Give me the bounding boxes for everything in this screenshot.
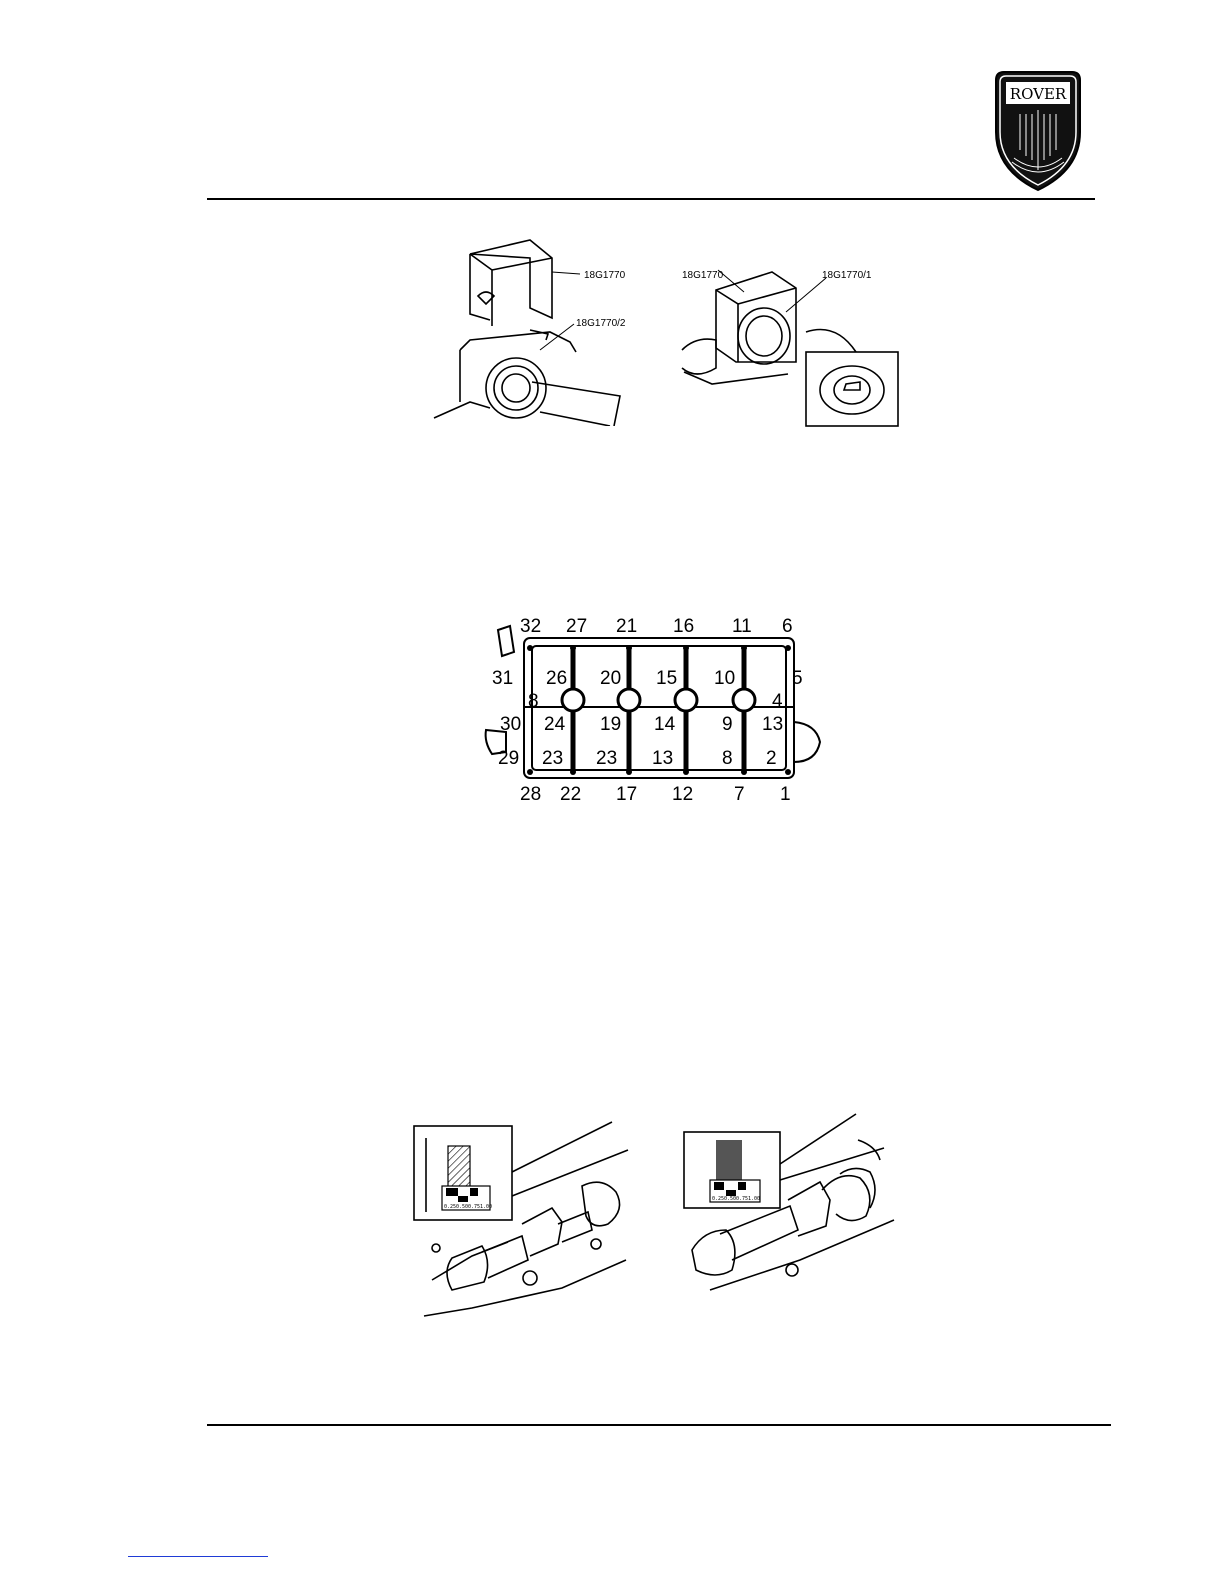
seq-14: 14 (654, 714, 676, 735)
seq-2: 2 (766, 748, 777, 769)
tool-label-18g1770-2: 18G1770/2 (576, 318, 626, 329)
seq-8b: 8 (722, 748, 733, 769)
gauge-left-100: 1.00 (480, 1204, 492, 1210)
seq-26: 26 (546, 668, 567, 689)
seq-17: 17 (616, 784, 637, 805)
figure-plastigauge-right: 0.25 0.50 0.75 1.00 (680, 1110, 896, 1294)
rover-logo-text: ROVER (1010, 85, 1067, 103)
seq-32: 32 (520, 616, 541, 637)
figure-timing-tool-right: 18G1770 18G1770/1 (676, 232, 906, 428)
seq-7: 7 (734, 784, 745, 805)
tool-label-18g1770-right: 18G1770 (682, 270, 724, 281)
gauge-left-025: 0.25 (444, 1204, 456, 1210)
seq-1: 1 (780, 784, 791, 805)
seq-31: 31 (492, 668, 513, 689)
gauge-left-050: 0.50 (456, 1204, 468, 1210)
gauge-right-050: 0.50 (724, 1196, 736, 1202)
seq-5: 5 (792, 668, 803, 689)
seq-12: 12 (672, 784, 693, 805)
seq-23: 23 (542, 748, 563, 769)
seq-22: 22 (560, 784, 581, 805)
rover-logo: ROVER (990, 70, 1086, 192)
footer-rule (207, 1424, 1111, 1426)
gauge-right-075: 0.75 (736, 1196, 748, 1202)
figure-timing-tool-left: 18G1770 18G1770/2 (430, 232, 660, 426)
seq-21: 21 (616, 616, 637, 637)
seq-13: 13 (652, 748, 673, 769)
gauge-scale-right: 0.25 0.50 0.75 1.00 (712, 1196, 760, 1202)
seq-16: 16 (673, 616, 694, 637)
gauge-left-075: 0.75 (468, 1204, 480, 1210)
sequence-bottom-numbers: 28 22 17 12 7 1 (520, 784, 791, 805)
seq-9: 9 (722, 714, 733, 735)
seq-19: 19 (600, 714, 621, 735)
gauge-scale-left: 0.25 0.50 0.75 1.00 (444, 1204, 492, 1210)
seq-28: 28 (520, 784, 541, 805)
seq-4: 4 (772, 691, 783, 712)
seq-11: 11 (732, 616, 752, 637)
sequence-row-a: 31 26 20 15 10 5 (492, 668, 803, 689)
sequence-top-numbers: 32 27 21 16 11 6 (520, 616, 793, 637)
seq-27: 27 (566, 616, 587, 637)
figure-plastigauge-left: 0.25 0.50 0.75 1.00 (412, 1112, 638, 1324)
seq-10: 10 (714, 668, 735, 689)
seq-13b: 13 (762, 714, 783, 735)
seq-20: 20 (600, 668, 621, 689)
seq-30: 30 (500, 714, 521, 735)
header-rule (207, 198, 1095, 200)
seq-6: 6 (782, 616, 793, 637)
tool-label-18g1770-left: 18G1770 (584, 270, 626, 281)
gauge-right-025: 0.25 (712, 1196, 724, 1202)
seq-23b: 23 (596, 748, 617, 769)
gauge-right-100: 1.00 (748, 1196, 760, 1202)
tool-label-18g1770-1: 18G1770/1 (822, 270, 872, 281)
sequence-row-d: 29 23 23 13 8 2 (498, 748, 777, 769)
sequence-row-c: 30 24 19 14 9 13 (500, 714, 783, 735)
seq-8: 8 (528, 691, 539, 712)
footer-link-underline[interactable] (128, 1556, 268, 1557)
seq-15: 15 (656, 668, 677, 689)
seq-24: 24 (544, 714, 566, 735)
figure-tightening-sequence: 32 27 21 16 11 6 31 26 20 15 10 5 8 4 30… (476, 612, 838, 806)
seq-29: 29 (498, 748, 519, 769)
